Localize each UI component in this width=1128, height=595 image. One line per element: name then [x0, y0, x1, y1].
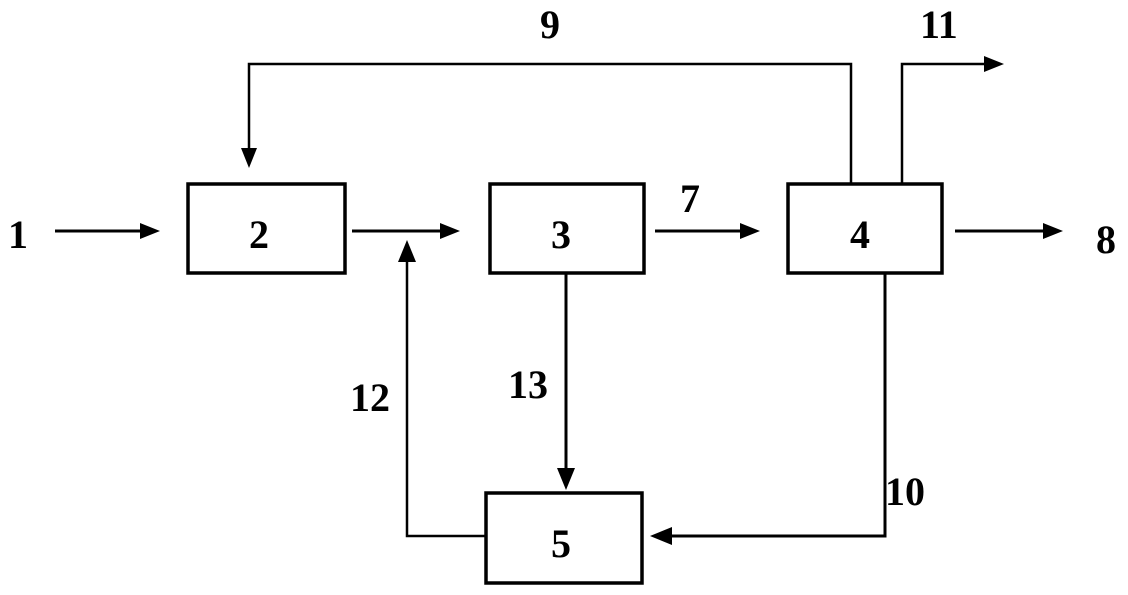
- stream-1-label: 1: [8, 212, 28, 257]
- stream-9-label: 9: [540, 2, 560, 47]
- unit-5: 5: [484, 491, 644, 585]
- stream-12-arrow: [398, 240, 486, 538]
- stream-2-to-3-arrow: [352, 223, 460, 239]
- stream-8-label: 8: [1096, 217, 1116, 262]
- stream-13-label: 13: [508, 362, 548, 407]
- stream-7-arrow: [655, 223, 760, 239]
- unit-2-label: 2: [249, 212, 269, 257]
- stream-13-arrow: [557, 273, 575, 490]
- unit-2: 2: [186, 182, 347, 275]
- unit-3: 3: [488, 182, 646, 275]
- unit-4: 4: [786, 182, 944, 275]
- stream-9-arrow: [241, 62, 853, 184]
- stream-1-arrow: [55, 223, 160, 239]
- stream-7-label: 7: [680, 176, 700, 221]
- stream-10-label: 10: [885, 469, 925, 514]
- stream-12-label: 12: [350, 375, 390, 420]
- unit-4-label: 4: [850, 212, 870, 257]
- unit-5-label: 5: [551, 521, 571, 566]
- unit-3-label: 3: [551, 212, 571, 257]
- stream-8-arrow: [955, 223, 1063, 239]
- stream-11-label: 11: [920, 2, 958, 47]
- stream-10-arrow: [650, 273, 887, 545]
- stream-11-arrow: [900, 56, 1004, 184]
